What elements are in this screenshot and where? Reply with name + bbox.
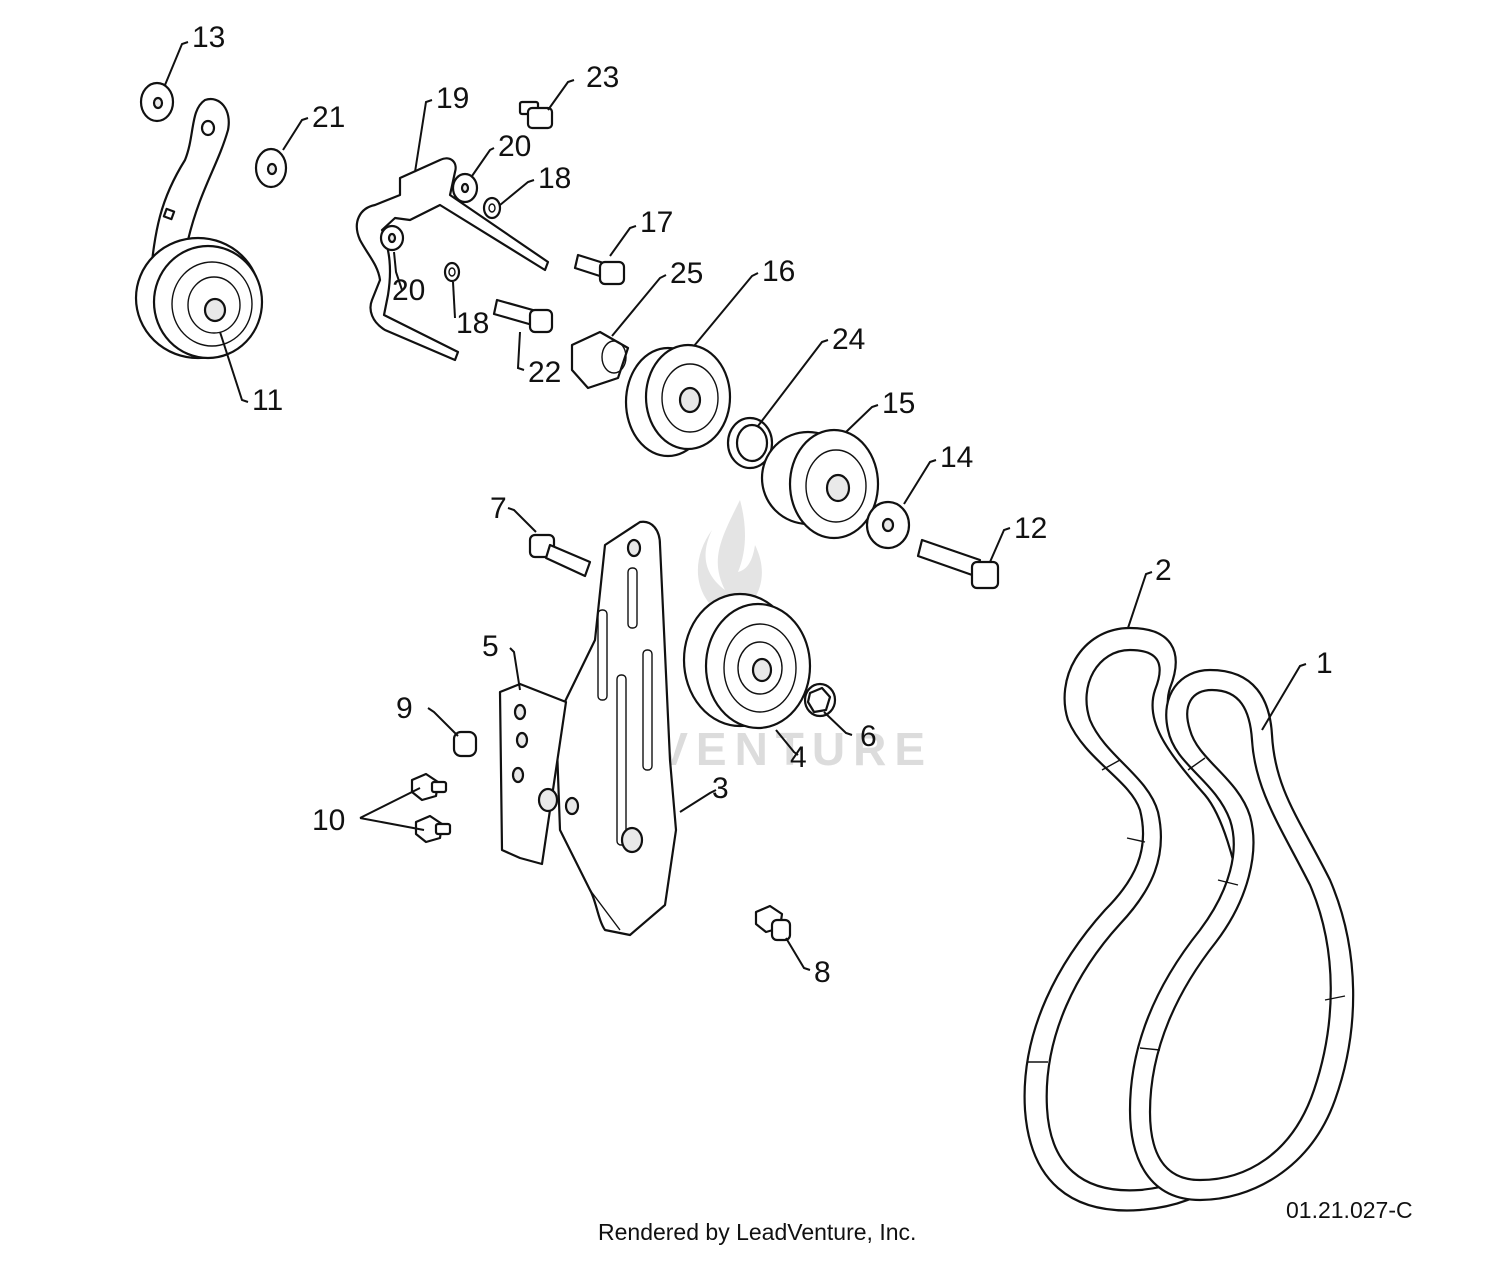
callout-6: 6 — [860, 720, 877, 753]
part-18-nut-upper — [482, 196, 502, 220]
callout-23: 23 — [586, 61, 619, 94]
part-13-washer — [139, 81, 175, 123]
callout-3: 3 — [712, 772, 729, 805]
callout-17: 17 — [640, 206, 673, 239]
part-23-bolt — [518, 100, 554, 130]
callout-1: 1 — [1316, 647, 1333, 680]
part-25-spacer — [570, 330, 630, 390]
part-10-bolt-upper — [410, 772, 448, 802]
part-18-nut-lower — [443, 261, 461, 283]
part-20-washer-upper — [451, 172, 479, 204]
callout-10: 10 — [312, 804, 345, 837]
part-14-washer — [865, 500, 911, 550]
part-4-pulley — [682, 592, 812, 730]
callout-11: 11 — [252, 384, 283, 417]
part-17-bolt — [573, 253, 626, 286]
part-10-bolt-lower — [414, 814, 452, 844]
part-24-ring — [726, 416, 774, 470]
callout-20-lower: 20 — [392, 274, 425, 307]
part-21-washer — [254, 147, 288, 189]
callout-21: 21 — [312, 101, 345, 134]
part-6-nut — [803, 682, 837, 718]
leader-lines — [164, 41, 1307, 971]
callout-5: 5 — [482, 630, 499, 663]
part-1-belt — [1128, 668, 1355, 1202]
part-11-idler-arm-pulley — [134, 97, 264, 360]
flame-logo-icon — [697, 500, 762, 620]
callout-16: 16 — [762, 255, 795, 288]
callout-12: 12 — [1014, 512, 1047, 545]
callout-19: 19 — [436, 82, 469, 115]
part-5-plate — [498, 682, 568, 866]
callout-25: 25 — [670, 257, 703, 290]
callout-4: 4 — [790, 741, 807, 774]
callout-13: 13 — [192, 21, 225, 54]
part-12-bolt — [916, 538, 1000, 590]
callout-7: 7 — [490, 492, 507, 525]
callout-20-upper: 20 — [498, 130, 531, 163]
callout-9: 9 — [396, 692, 413, 725]
callout-22: 22 — [528, 356, 561, 389]
render-credit: Rendered by LeadVenture, Inc. — [598, 1219, 916, 1245]
part-15-pulley — [760, 428, 880, 540]
drawing-number: 01.21.027-C — [1286, 1197, 1413, 1223]
part-9-nut — [452, 730, 478, 758]
part-7-bolt — [528, 533, 592, 578]
callout-15: 15 — [882, 387, 915, 420]
callout-18-lower: 18 — [456, 307, 489, 340]
part-22-bolt — [492, 298, 554, 334]
callout-18-upper: 18 — [538, 162, 571, 195]
part-16-pulley — [624, 343, 732, 458]
callout-8: 8 — [814, 956, 831, 989]
callout-2: 2 — [1155, 554, 1172, 587]
part-3-bracket — [554, 520, 678, 937]
callout-24: 24 — [832, 323, 865, 356]
part-19-linkage — [355, 157, 550, 362]
callouts: 1 2 3 4 5 6 7 8 9 10 11 12 13 14 15 16 1… — [192, 21, 1333, 989]
callout-14: 14 — [940, 441, 973, 474]
part-8-bolt — [754, 904, 792, 942]
